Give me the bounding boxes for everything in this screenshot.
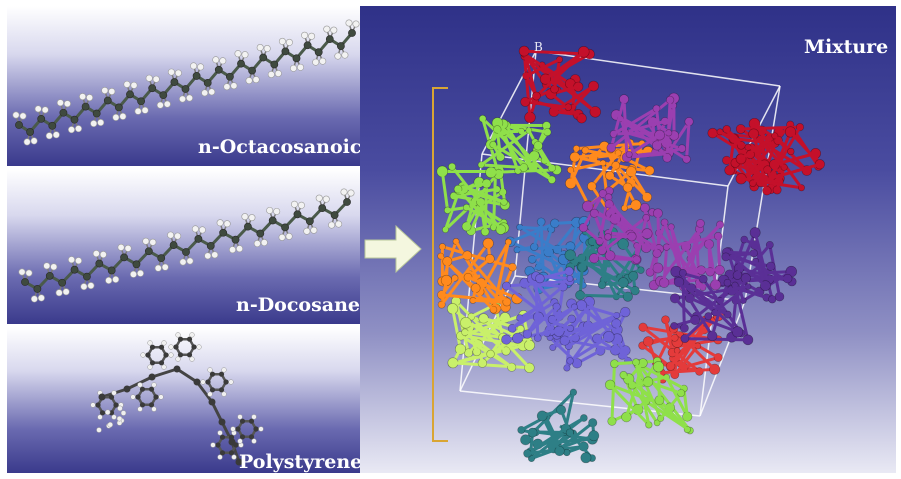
docosane-molecule	[18, 188, 355, 303]
docosane-panel: n-Docosane	[7, 169, 363, 324]
mixture-simulation-box	[436, 45, 825, 464]
polystyrene-chain	[90, 332, 264, 466]
molecule-cluster	[517, 388, 600, 464]
molecule-cluster	[645, 218, 725, 295]
molecule-cluster	[437, 237, 523, 315]
box-corner-label: B	[534, 40, 543, 54]
molecule-cluster	[477, 114, 562, 184]
octacosanoic-molecule	[12, 19, 360, 146]
docosane-chain	[18, 188, 355, 303]
mixture-label: Mixture	[804, 36, 889, 58]
octacosanoic-label: n-Octacosanoic	[198, 136, 362, 158]
molecule-cluster	[578, 186, 664, 265]
molecule-cluster	[670, 265, 754, 346]
polystyrene-panel: Polystyrene	[7, 327, 363, 473]
molecule-cluster	[546, 296, 632, 372]
polystyrene-molecule	[90, 332, 264, 466]
mixture-panel: Mixture B	[360, 6, 896, 473]
molecule-cluster	[604, 356, 694, 435]
molecule-cluster	[735, 117, 825, 196]
docosane-label: n-Docosane	[236, 294, 361, 316]
molecule-cluster	[436, 162, 511, 237]
octacosanoic-chain	[12, 19, 360, 146]
molecule-cluster	[518, 45, 601, 124]
molecular-clusters	[436, 45, 825, 464]
octacosanoic-panel: n-Octacosanoic	[7, 6, 363, 166]
molecule-cluster	[606, 92, 694, 164]
polystyrene-label: Polystyrene	[239, 451, 363, 473]
molecule-cluster	[501, 266, 578, 345]
